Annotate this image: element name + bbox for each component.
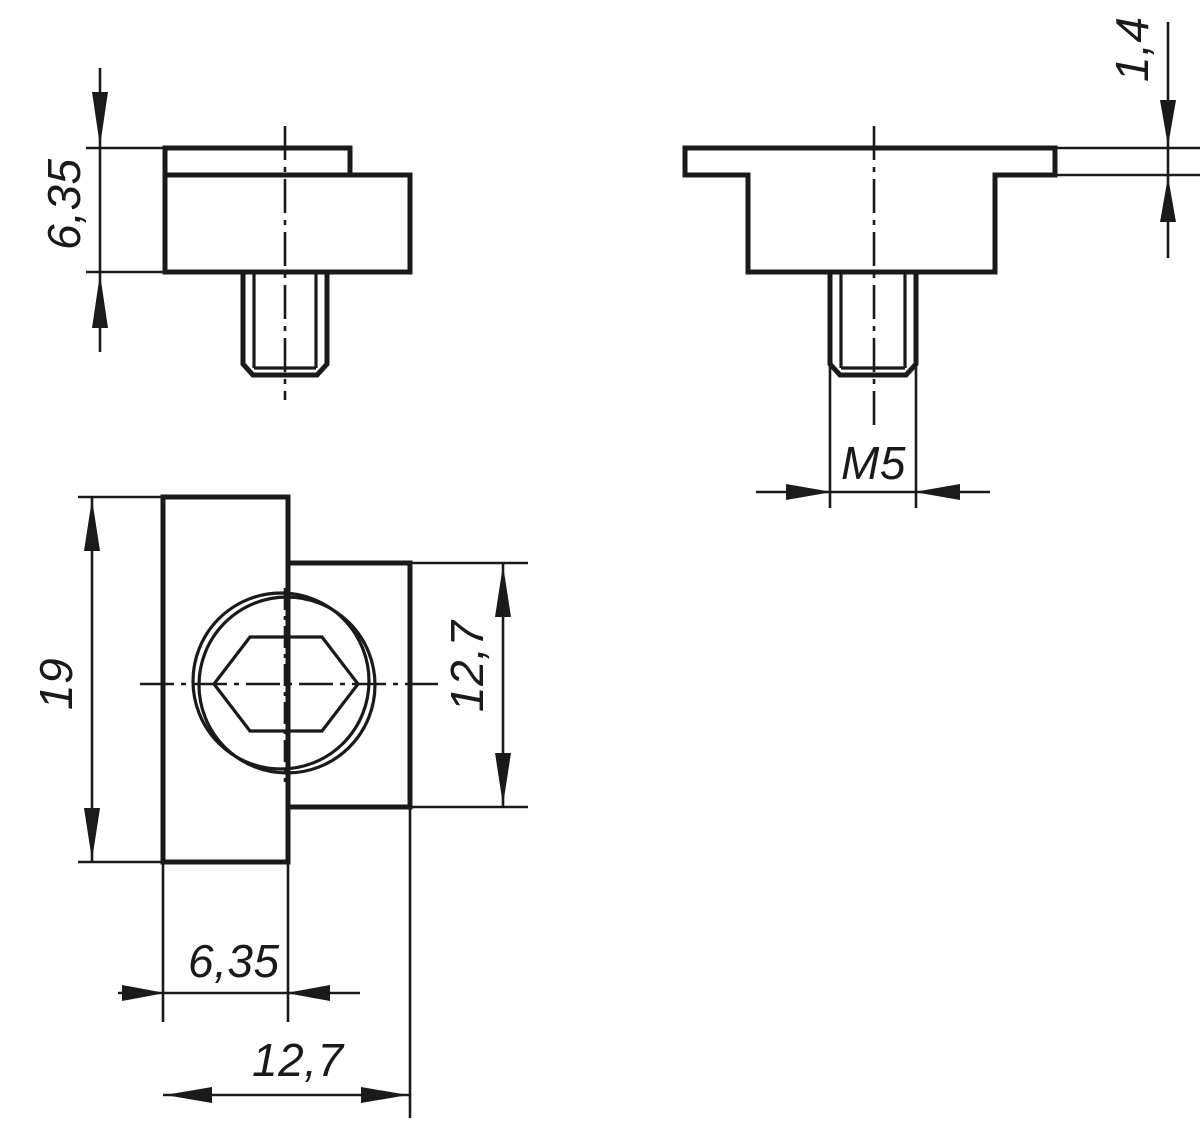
front-view: 6,35 bbox=[38, 68, 413, 400]
front-view-flange-lip-left bbox=[162, 145, 353, 178]
dim-m5-label: M5 bbox=[841, 437, 906, 489]
dim-m5-arrow-right bbox=[914, 484, 960, 500]
dim-127v-arrow-top bbox=[495, 565, 511, 617]
top-view-hex-socket bbox=[211, 635, 361, 733]
top-view-head-circle-inner bbox=[191, 591, 371, 771]
dim-635h-arrow-left bbox=[122, 985, 165, 1001]
dim-19-arrow-top bbox=[84, 499, 100, 551]
front-view-stud-outline bbox=[240, 269, 330, 378]
dim-635-arrow-bottom bbox=[92, 274, 108, 328]
dim-635h-label: 6,35 bbox=[188, 935, 280, 987]
dim-14-arrow-bottom bbox=[1160, 177, 1176, 222]
dim-127h-arrow-right bbox=[361, 1087, 408, 1103]
dim-14-arrow-top bbox=[1160, 100, 1176, 146]
dim-635h-arrow-right bbox=[286, 985, 330, 1001]
dim-19-arrow-bottom bbox=[84, 808, 100, 860]
dim-127v-arrow-bottom bbox=[495, 753, 511, 805]
dim-19-label: 19 bbox=[30, 658, 82, 710]
dim-127v-label: 12,7 bbox=[441, 620, 493, 712]
dim-14-vertical-label: 1,4 bbox=[1106, 17, 1158, 82]
dim-m5-arrow-left bbox=[786, 484, 832, 500]
top-view-head-circle-outer bbox=[197, 595, 377, 775]
front-view-head-body bbox=[162, 145, 413, 275]
dim-127h-arrow-left bbox=[165, 1087, 212, 1103]
side-view-body-outline bbox=[682, 145, 1058, 275]
side-view: 1,4 M5 bbox=[682, 17, 1200, 508]
dim-635-vertical-label: 6,35 bbox=[38, 158, 90, 250]
dim-127h-label: 12,7 bbox=[252, 1034, 344, 1086]
top-view: 19 12,7 6,35 12,7 bbox=[30, 494, 528, 1118]
dim-635-arrow-top bbox=[92, 92, 108, 146]
